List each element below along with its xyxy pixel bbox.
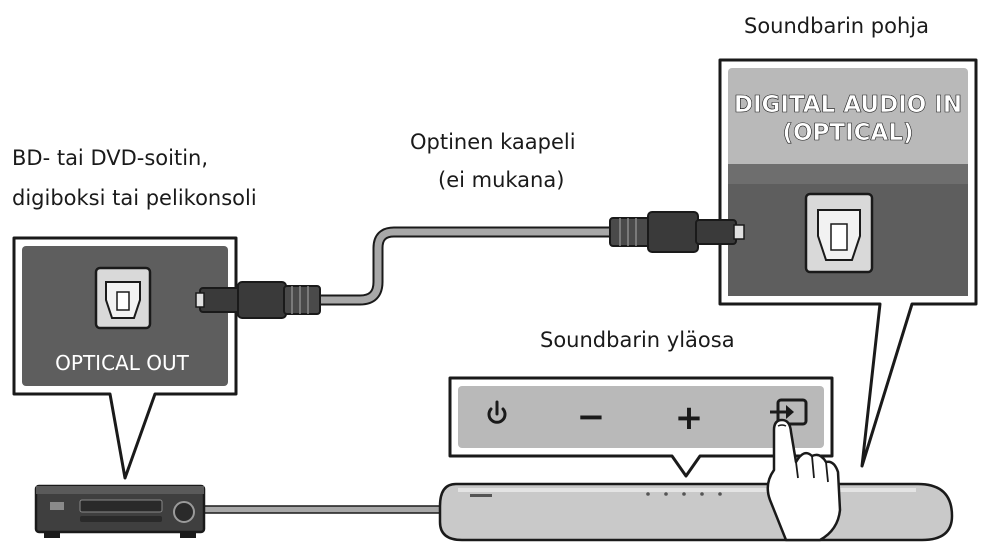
- hand-pointer-icon: [766, 418, 842, 542]
- cable-label-line2: (ei mukana): [438, 168, 565, 192]
- source-icon: [770, 398, 808, 426]
- optical-cable: [318, 226, 612, 306]
- optical-plug-left: [195, 281, 321, 319]
- power-button[interactable]: [487, 400, 507, 424]
- soundbar-bottom-label: Soundbarin pohja: [744, 14, 929, 38]
- digital-audio-in-text-line1: DIGITAL AUDIO IN: [734, 92, 962, 118]
- digital-audio-in-text-line2: (OPTICAL): [782, 120, 913, 146]
- volume-up-button[interactable]: +: [675, 398, 704, 438]
- source-device-label-line2: digiboksi tai pelikonsoli: [12, 186, 257, 210]
- optical-plug-right: [609, 211, 745, 253]
- soundbar: [438, 482, 954, 542]
- source-device: [34, 484, 206, 538]
- source-port-callout: OPTICAL OUT: [12, 236, 238, 480]
- source-device-label-line1: BD- tai DVD-soitin,: [12, 146, 209, 170]
- cable-label-line1: Optinen kaapeli: [410, 130, 576, 154]
- digital-audio-in-port-icon: [804, 192, 874, 274]
- volume-down-button[interactable]: −: [577, 397, 606, 437]
- soundbar-top-callout: [448, 376, 834, 478]
- source-button[interactable]: [770, 398, 808, 426]
- optical-out-text: OPTICAL OUT: [55, 351, 189, 375]
- optical-out-port-icon: [94, 266, 152, 330]
- soundbar-port-callout: DIGITAL AUDIO IN (OPTICAL): [718, 58, 978, 468]
- bottom-cable: [195, 505, 457, 514]
- power-icon: [487, 407, 507, 424]
- soundbar-top-label: Soundbarin yläosa: [540, 328, 735, 352]
